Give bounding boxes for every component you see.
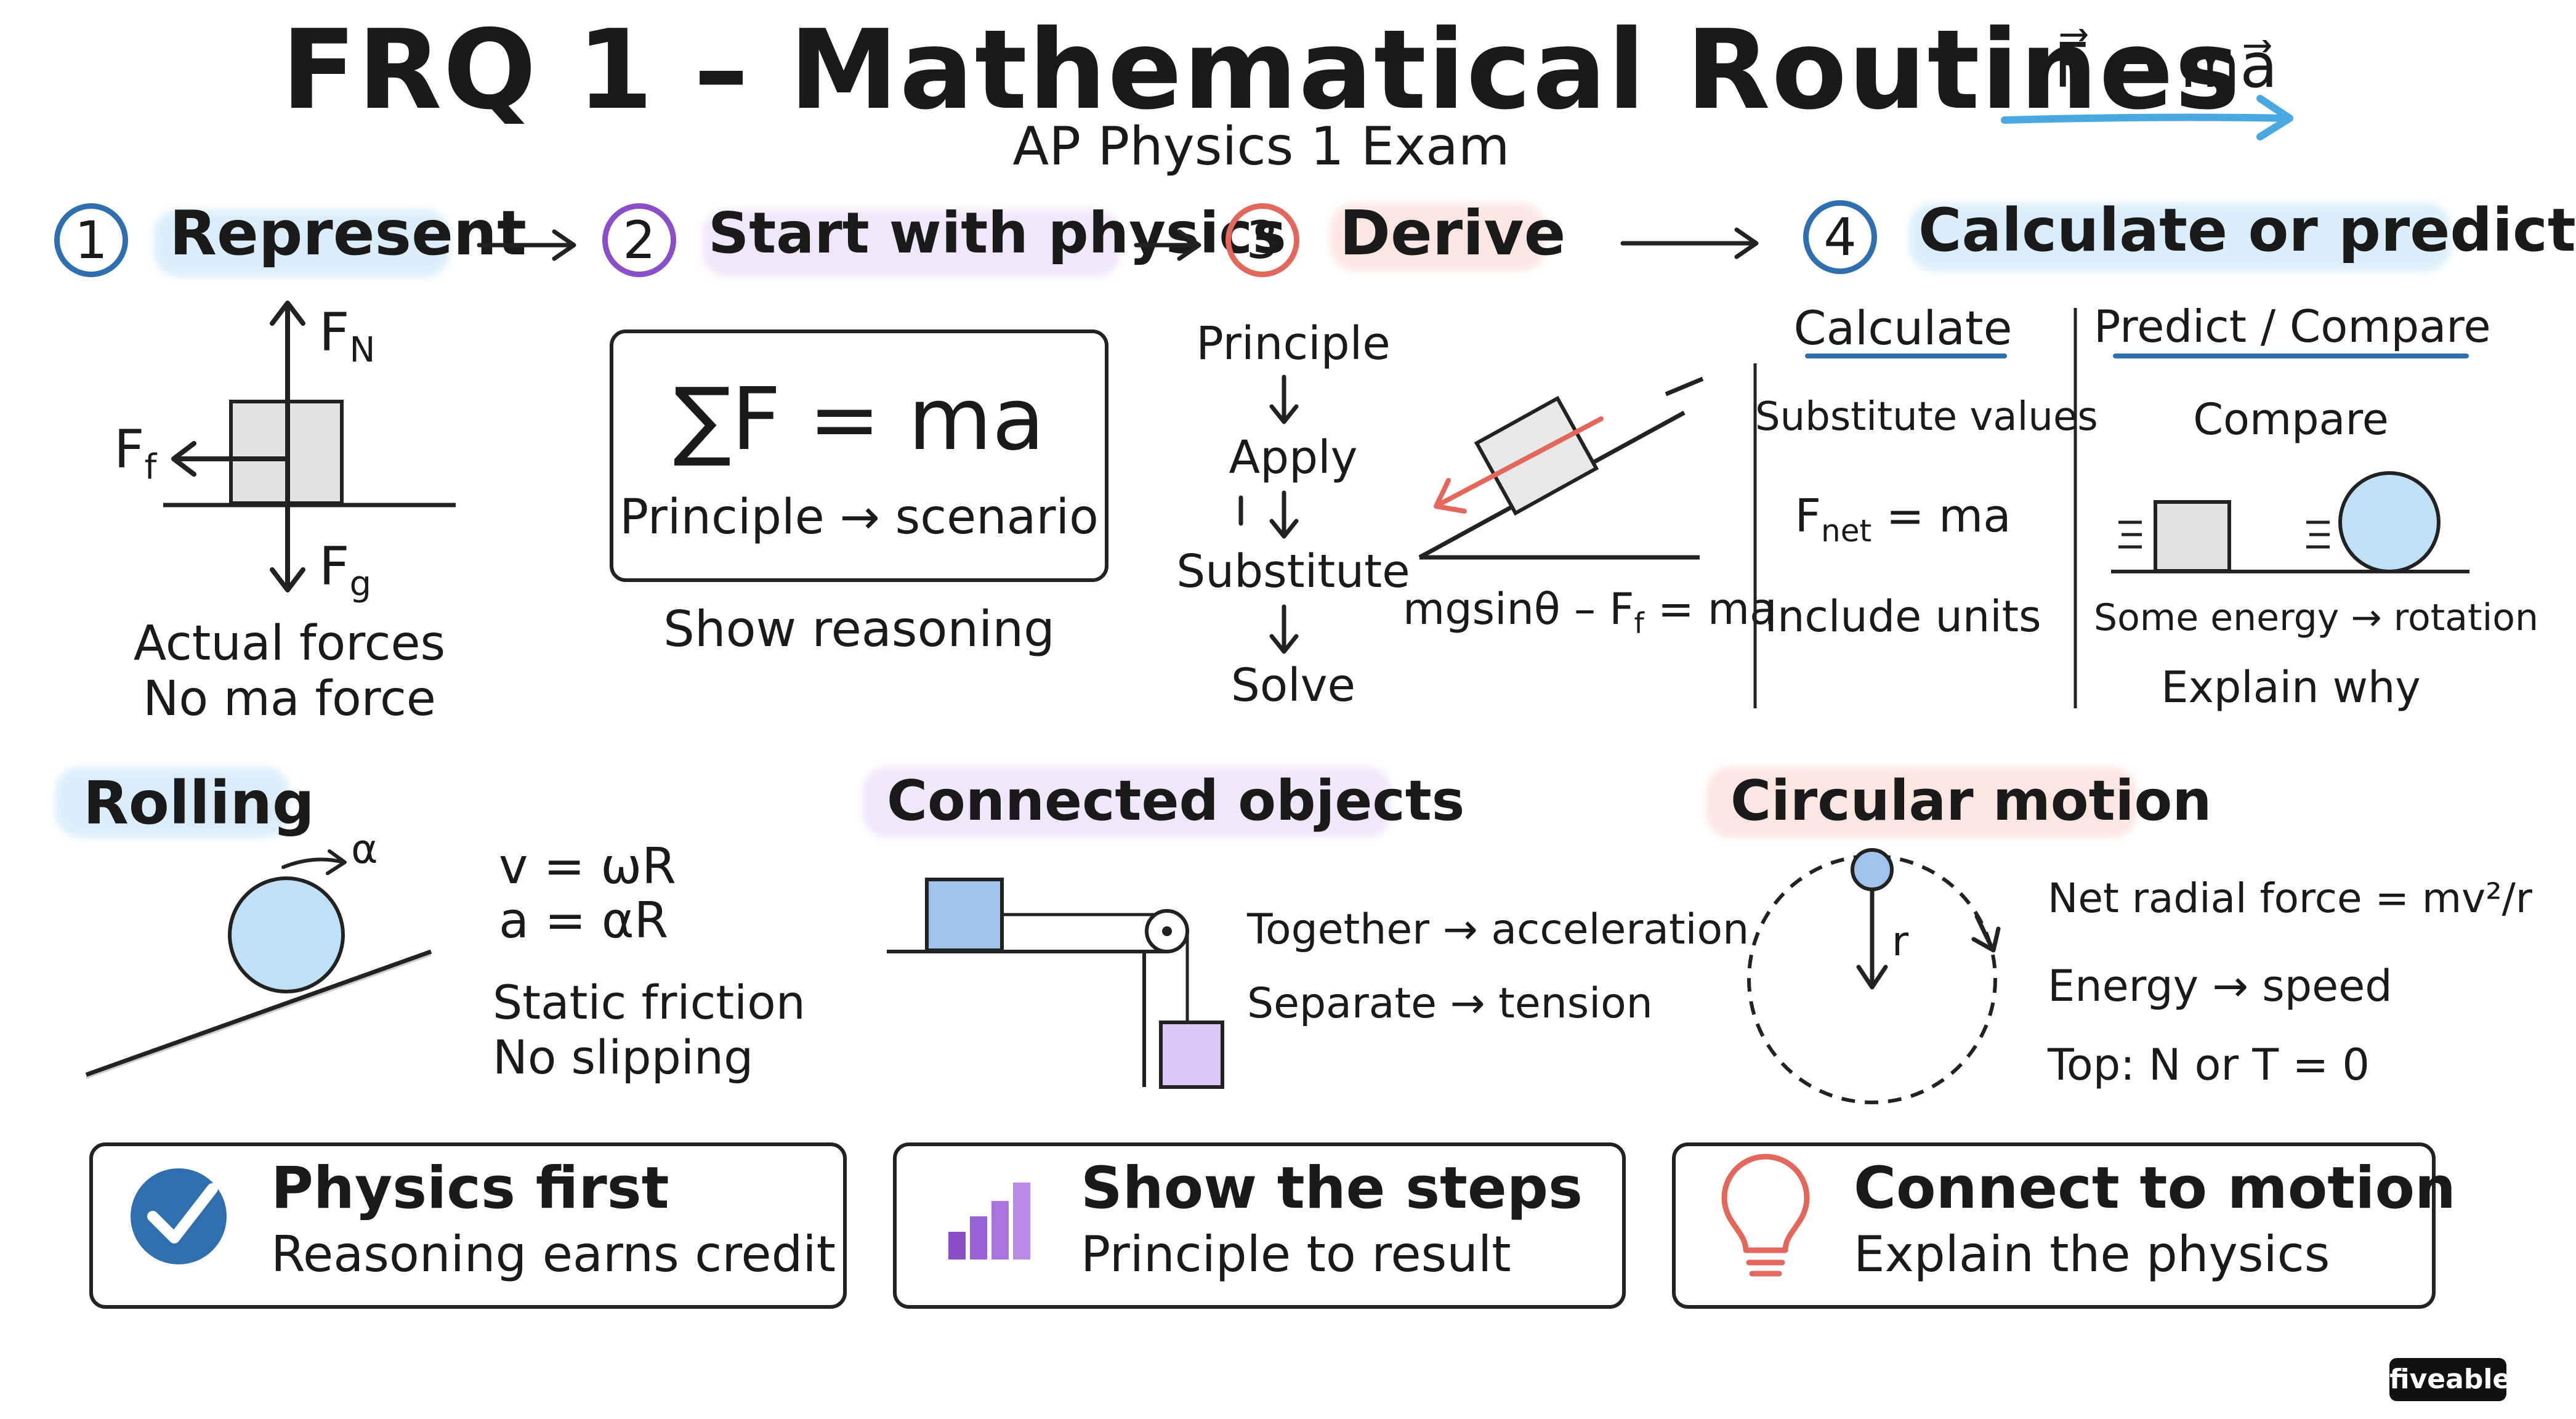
compare-diagram: [2111, 471, 2469, 573]
newton-law-equation: ∑F = ma: [673, 370, 1045, 470]
checkmark-icon: [131, 1168, 227, 1264]
circular-line-1: Net radial force = mv²/r: [2048, 875, 2533, 922]
card-2-title: Show the steps: [1081, 1155, 1583, 1222]
circular-diagram: [1747, 848, 2001, 1104]
card-2-subtitle: Principle to result: [1081, 1226, 1511, 1283]
formula-arrow: [2001, 95, 2293, 140]
pulley-diagram: [887, 878, 1224, 1089]
card-1-subtitle: Reasoning earns credit: [271, 1226, 836, 1283]
step-4-label: Calculate or predict: [1918, 196, 2576, 265]
calculate-line-3: Include units: [1764, 591, 2041, 642]
normal-force-label: FN: [319, 302, 376, 371]
step-4-number: 4: [1803, 200, 1877, 274]
rolling-diagram: [85, 849, 432, 1079]
newton-law-caption: Principle → scenario: [620, 490, 1099, 545]
circular-radius-label: r: [1892, 918, 1909, 965]
calculate-fnet: Fnet = ma: [1795, 490, 2011, 549]
newton-law-box: [610, 329, 1108, 582]
calculate-dividers: [1753, 308, 2469, 708]
card-connect-motion: [1672, 1142, 2436, 1309]
calculate-line-1: Substitute values: [1755, 394, 2098, 440]
step-2-number: 2: [602, 203, 676, 277]
brand-logo: fiveable: [2389, 1358, 2511, 1401]
rolling-note-2: No slipping: [493, 1030, 754, 1085]
connected-line-1: Together → acceleration: [1247, 905, 1750, 954]
step-arrows: [477, 227, 1759, 261]
card-physics-first: [89, 1142, 847, 1309]
step-3-number: 3: [1225, 203, 1299, 277]
rolling-eq-2: a = αR: [499, 892, 669, 949]
card-1-title: Physics first: [271, 1155, 669, 1222]
rolling-note-1: Static friction: [493, 975, 806, 1030]
derive-flow-substitute: Substitute: [1176, 545, 1410, 598]
derive-flow-solve: Solve: [1230, 659, 1356, 712]
predict-heading: Predict / Compare: [2094, 301, 2491, 352]
represent-note-1: Actual forces: [133, 616, 446, 671]
lightbulb-icon: [1721, 1154, 1810, 1277]
derive-flow-apply: Apply: [1229, 431, 1358, 484]
predict-line-2: Some energy → rotation: [2094, 596, 2538, 639]
step-3-label: Derive: [1339, 197, 1566, 269]
step-1-number: 1: [54, 203, 128, 277]
connected-title: Connected objects: [887, 769, 1465, 833]
header-formula: F⃗ = ma⃗: [2054, 30, 2278, 102]
card-3-title: Connect to motion: [1854, 1155, 2456, 1222]
connected-line-2: Separate → tension: [1247, 979, 1653, 1028]
derive-flow-arrows: [1238, 374, 1299, 654]
predict-line-3: Explain why: [2161, 662, 2421, 713]
circular-title: Circular motion: [1730, 769, 2212, 833]
show-reasoning-note: Show reasoning: [663, 600, 1055, 658]
rolling-eq-1: v = ωR: [499, 838, 676, 895]
calculate-heading: Calculate: [1793, 301, 2013, 355]
card-show-steps: [893, 1142, 1626, 1309]
predict-line-1: Compare: [2193, 394, 2389, 445]
rolling-title: Rolling: [83, 769, 315, 838]
derive-flow-principle: Principle: [1196, 317, 1391, 370]
page-subtitle: AP Physics 1 Exam: [1012, 116, 1510, 177]
friction-force-label: Ff: [114, 419, 157, 488]
represent-note-2: No ma force: [143, 671, 436, 727]
rolling-alpha: α: [351, 825, 378, 873]
incline-equation: mgsinθ – Ff = ma: [1403, 584, 1776, 640]
step-1-label: Represent: [169, 197, 527, 269]
circular-line-2: Energy → speed: [2048, 961, 2392, 1011]
page-title: FRQ 1 – Mathematical Routines: [281, 6, 2242, 134]
bar-chart-icon: [948, 1182, 1030, 1259]
incline-diagram: [1418, 376, 1704, 560]
free-body-diagram: [163, 301, 456, 592]
gravity-force-label: Fg: [319, 536, 372, 605]
circular-line-3: Top: N or T = 0: [2048, 1040, 2370, 1090]
card-3-subtitle: Explain the physics: [1854, 1226, 2330, 1283]
step-2-label: Start with physics: [708, 200, 1286, 266]
